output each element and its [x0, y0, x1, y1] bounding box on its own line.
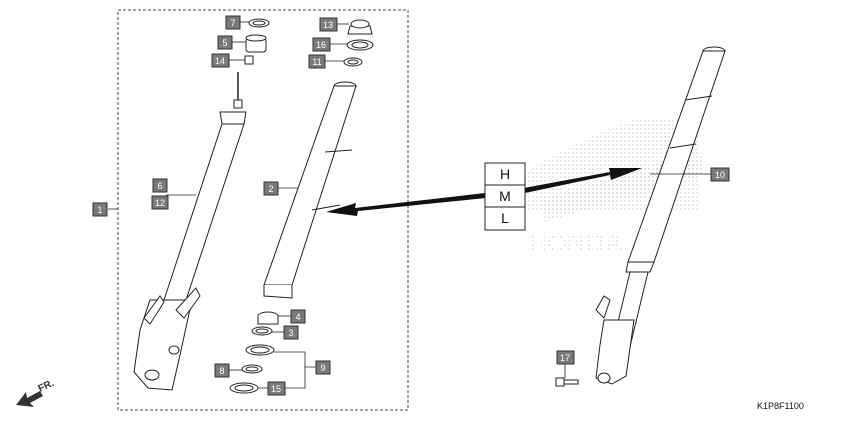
callout-13: 13: [319, 17, 338, 32]
callout-14: 14: [211, 53, 230, 68]
svg-text:6: 6: [157, 181, 162, 191]
svg-text:14: 14: [215, 56, 225, 66]
svg-text:17: 17: [560, 353, 570, 363]
callout-12: 12: [151, 195, 169, 210]
bolt-17: [555, 377, 579, 387]
callout-4: 4: [290, 309, 306, 324]
grade-label-l: L: [501, 210, 509, 226]
callout-3: 3: [283, 325, 299, 340]
grade-label-h: H: [500, 166, 510, 182]
drawing-code: K1P8F1100: [757, 401, 804, 411]
front-direction-indicator: FR.: [16, 378, 56, 407]
svg-text:9: 9: [320, 363, 325, 373]
grade-arrows: [326, 168, 642, 216]
svg-text:4: 4: [295, 312, 300, 322]
front-label: FR.: [37, 378, 56, 395]
svg-text:7: 7: [230, 18, 235, 28]
top-parts-right: [343, 19, 374, 67]
left-fork-assembly: [133, 72, 247, 391]
callout-16: 16: [312, 37, 331, 52]
front-arrow-icon: [16, 391, 43, 407]
outer-tube: [263, 81, 357, 299]
callout-6: 6: [152, 178, 168, 193]
svg-text:3: 3: [288, 328, 293, 338]
svg-text:12: 12: [155, 198, 165, 208]
callout-9: 9: [315, 360, 331, 375]
callout-5: 5: [217, 35, 233, 50]
top-parts-left: [244, 18, 270, 65]
callout-11: 11: [308, 54, 326, 69]
svg-text:2: 2: [268, 184, 273, 194]
grade-box: H M L: [484, 162, 526, 231]
svg-text:11: 11: [312, 57, 321, 67]
callout-labels: 1 2 3 4 5 6 7 8 9 10 11 12 13 14 15 16 1…: [92, 15, 730, 396]
watermark-text: HONDA: [528, 228, 624, 258]
leader-lines: [108, 21, 711, 389]
callout-17: 17: [556, 350, 575, 365]
callout-8: 8: [214, 363, 230, 378]
svg-text:1: 1: [97, 205, 102, 215]
svg-text:10: 10: [715, 170, 725, 180]
callout-7: 7: [225, 15, 241, 30]
callout-10: 10: [710, 167, 730, 182]
callout-15: 15: [267, 381, 286, 396]
svg-text:13: 13: [323, 20, 333, 30]
svg-text:15: 15: [271, 384, 281, 394]
kit-frame: [117, 9, 409, 411]
svg-text:8: 8: [219, 366, 224, 376]
svg-text:16: 16: [316, 40, 326, 50]
callout-2: 2: [263, 181, 279, 196]
callout-1: 1: [92, 202, 108, 217]
right-fork-assembly: [595, 46, 726, 385]
grade-label-m: M: [499, 188, 511, 204]
seal-parts: [229, 311, 279, 394]
svg-text:5: 5: [222, 38, 227, 48]
